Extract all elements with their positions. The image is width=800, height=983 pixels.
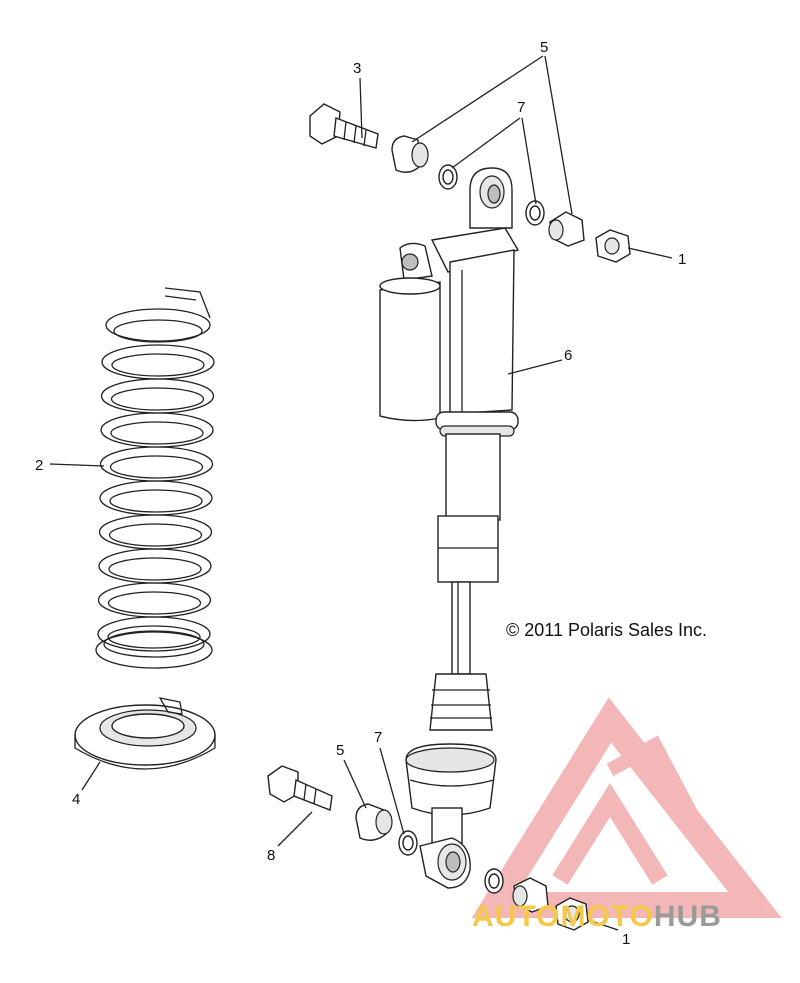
spring-coil-outer xyxy=(98,514,213,550)
bolt-lower xyxy=(267,765,333,811)
callout-3-top: 3 xyxy=(353,60,361,77)
watermark-brand-auto: AUTO xyxy=(472,900,560,933)
bushing-upper-right xyxy=(548,211,585,247)
spring-coil-inner xyxy=(107,591,202,615)
callout-5-top: 5 xyxy=(540,39,548,56)
bolt-upper xyxy=(309,103,379,149)
callout-7-top: 7 xyxy=(517,99,525,116)
spring-coil-outer xyxy=(98,548,212,584)
bushing-upper-left xyxy=(391,135,429,173)
bushing-lower-left xyxy=(355,803,393,841)
shock-absorber xyxy=(379,167,520,889)
washer-lower-left xyxy=(398,830,418,856)
spring-coil-inner xyxy=(109,455,204,479)
callout-1-bottom: 1 xyxy=(622,931,630,948)
spring-coil-inner xyxy=(107,625,201,649)
spring-coil-outer xyxy=(97,616,211,652)
washer-upper-left xyxy=(438,164,458,190)
nut-lower xyxy=(555,897,589,931)
coil-spring xyxy=(95,287,215,669)
spring-coil-inner xyxy=(110,421,204,445)
callout-2: 2 xyxy=(35,457,43,474)
spring-coil-outer xyxy=(100,412,214,448)
callout-8: 8 xyxy=(267,847,275,864)
callout-4: 4 xyxy=(72,791,80,808)
spring-coil-inner xyxy=(108,523,203,547)
spring-coil-outer xyxy=(101,344,215,380)
spring-seat xyxy=(74,697,216,770)
spring-coil-inner xyxy=(109,489,203,513)
spring-coil-inner xyxy=(111,353,205,377)
callout-6: 6 xyxy=(564,347,572,364)
watermark-brand-text: AUTOMOTOHUB xyxy=(472,900,722,933)
watermark-logo-icon xyxy=(471,697,782,918)
spring-coil-outer xyxy=(99,480,213,516)
washer-upper-right xyxy=(525,200,545,226)
watermark-brand-hub: HUB xyxy=(654,900,722,933)
bushing-lower-right xyxy=(512,877,549,913)
spring-coil-outer xyxy=(99,446,214,482)
leader-lines xyxy=(49,55,673,931)
callout-5-bottom: 5 xyxy=(336,742,344,759)
spring-coil-inner xyxy=(108,557,202,581)
callout-1-top: 1 xyxy=(678,251,686,268)
spring-coil-outer xyxy=(100,378,215,414)
callout-7-bottom: 7 xyxy=(374,729,382,746)
washer-lower-right xyxy=(484,868,504,894)
copyright-notice: © 2011 Polaris Sales Inc. xyxy=(506,620,707,640)
spring-coil-outer xyxy=(97,582,212,618)
spring-coil-inner xyxy=(110,387,205,411)
watermark-brand-moto: MOTO xyxy=(560,900,653,933)
nut-upper xyxy=(595,229,631,263)
